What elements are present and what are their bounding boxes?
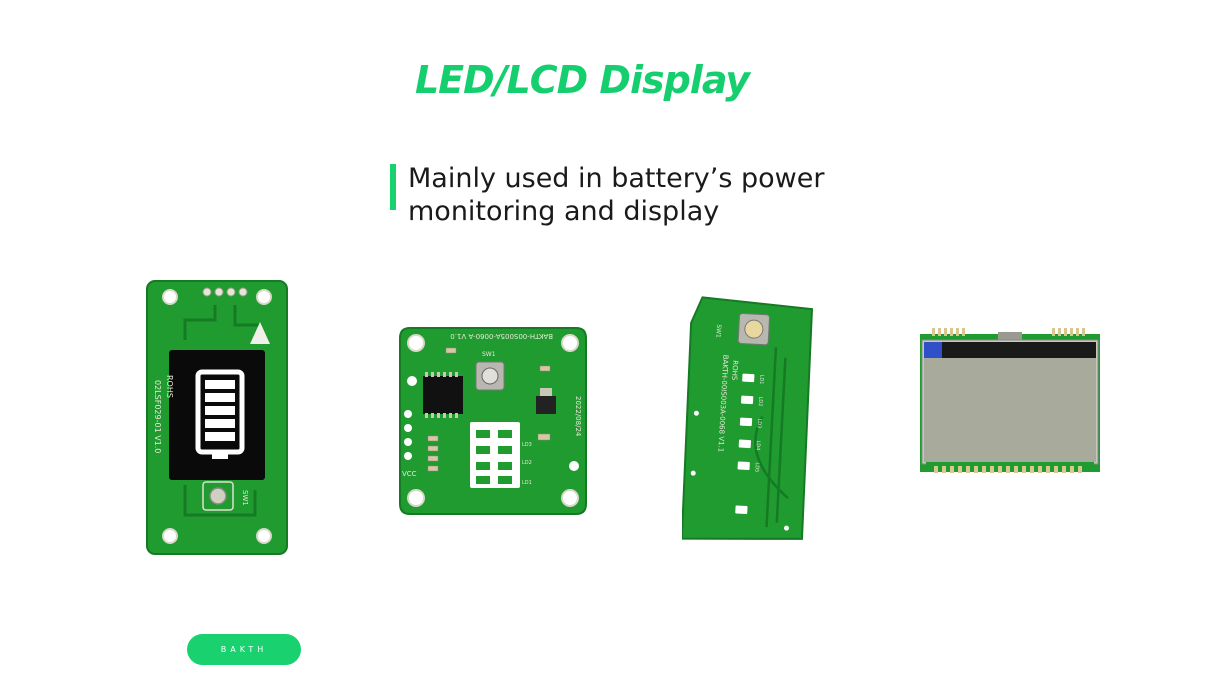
- board2-sw: SW1: [482, 351, 496, 358]
- board2-label: BAKTH-00S005A-0060-A V1.0: [450, 332, 553, 340]
- board3-ld5: LD5: [753, 462, 760, 472]
- subtitle-accent-bar: [390, 164, 396, 210]
- subtitle-line-2: monitoring and display: [408, 196, 720, 227]
- brand-badge: BAKTH: [187, 634, 301, 665]
- board3-ld1: LD1: [758, 374, 765, 384]
- board1-rohs: ROHS: [165, 375, 174, 398]
- lcd-module-image: [920, 328, 1100, 473]
- board2-ld1: LD1: [522, 480, 532, 486]
- board2-ld3: LD3: [522, 442, 532, 448]
- board2-ld2: LD2: [522, 460, 532, 466]
- slide-title: LED/LCD Display: [414, 58, 750, 102]
- led-driver-board-image: BAKTH-00S005A-0060-A V1.0 2022/08/24 SW1…: [399, 327, 587, 515]
- slide-subtitle: Mainly used in battery’s power monitorin…: [408, 162, 848, 228]
- battery-indicator-board-image: 02LSF029-01 V1.0 ROHS SW1: [146, 280, 288, 555]
- board2-vcc: VCC: [402, 470, 417, 478]
- board3-rohs: ROHS: [730, 360, 739, 381]
- board3-ld3: LD3: [756, 418, 763, 428]
- board3-ld2: LD2: [757, 396, 764, 406]
- led-strip-board-image: BAKTH-00IS003A-0068 V1.1 ROHS SW1 LD1 LD…: [682, 296, 814, 540]
- subtitle-line-1: Mainly used in battery’s power: [408, 163, 825, 194]
- board2-date: 2022/08/24: [574, 396, 582, 437]
- board3-sw: SW1: [714, 324, 722, 338]
- board1-label: 02LSF029-01 V1.0: [153, 380, 162, 453]
- board3-ld4: LD4: [755, 440, 762, 450]
- board1-sw: SW1: [241, 490, 249, 506]
